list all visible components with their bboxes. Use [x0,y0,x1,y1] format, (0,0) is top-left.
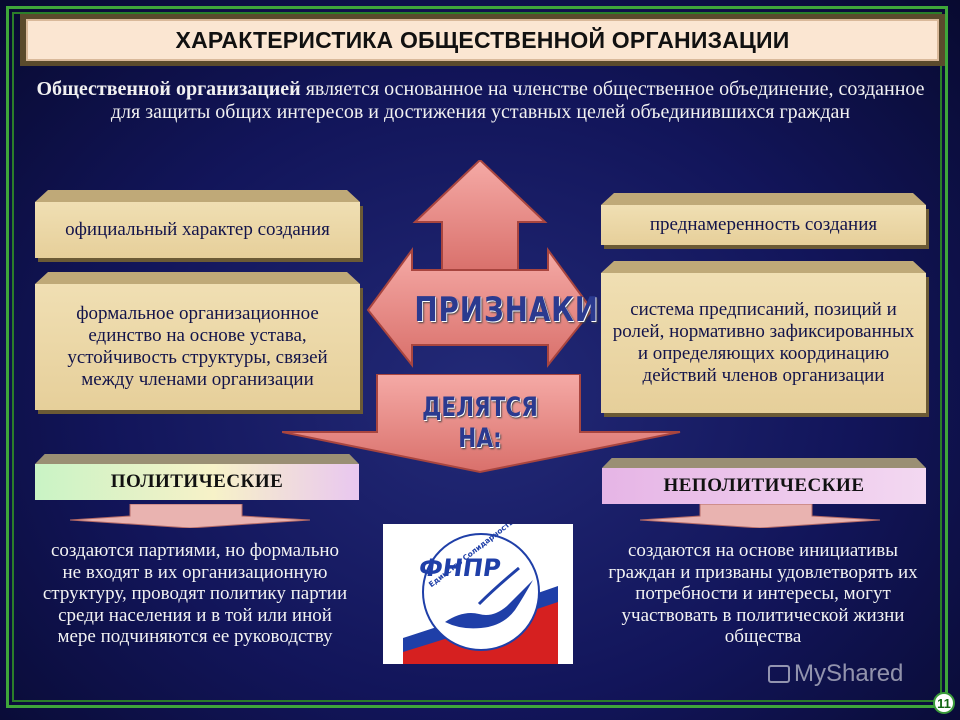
down-arrow-shape [282,374,681,474]
fnpr-logo-graphic [403,533,558,664]
definition-rest: является основанное на членстве обществе… [110,78,925,123]
sign-card-formal-unity: формальное организационное единство на о… [35,284,360,410]
signs-arrows-graphic [366,160,594,368]
sign-card-text: преднамеренность создания [649,214,878,235]
up-arrow-shape [412,160,548,273]
watermark-icon [768,665,790,683]
sign-card-official: официальный характер создания [35,202,360,258]
category-nonpolitical-label: НЕПОЛИТИЧЕСКИЕ [663,475,865,496]
title-bar: ХАРАКТЕРИСТИКА ОБЩЕСТВЕННОЙ ОРГАНИЗАЦИИ [20,14,945,66]
sign-card-prescriptions: система предписаний, позиций и ролей, но… [601,273,926,413]
category-political: ПОЛИТИЧЕСКИЕ [35,464,359,500]
definition-text: Общественной организацией является основ… [28,78,933,124]
watermark-text: MyShared [794,660,904,687]
sign-card-text: формальное организационное единство на о… [67,303,328,390]
outer-frame [6,6,948,708]
title-panel: ХАРАКТЕРИСТИКА ОБЩЕСТВЕННОЙ ОРГАНИЗАЦИИ [26,19,939,61]
fnpr-logo: ФНПР Единство Солидарность Справедливост… [383,524,573,664]
divided-arrow-graphic [282,374,681,474]
nonpolitical-connector [640,504,880,528]
nonpolitical-description: создаются на основе инициативы граждан и… [608,540,918,647]
sign-card-intentional: преднамеренность создания [601,205,926,245]
category-political-label: ПОЛИТИЧЕСКИЕ [110,471,284,492]
definition-term: Общественной организацией [36,78,301,100]
watermark: MyShared [768,660,903,688]
page-number: 11 [937,695,951,711]
sign-card-text: система предписаний, позиций и ролей, но… [612,299,915,386]
political-description: создаются партиями, но формально не вход… [42,540,348,647]
page-title: ХАРАКТЕРИСТИКА ОБЩЕСТВЕННОЙ ОРГАНИЗАЦИИ [175,26,790,53]
political-connector [70,504,310,528]
sign-card-text: официальный характер создания [65,219,330,240]
page-number-badge: 11 [933,692,955,714]
divided-label: ДЕЛЯТСЯ НА: [422,392,538,454]
double-arrow-shape [366,246,594,368]
signs-label: ПРИЗНАКИ [414,290,599,330]
inner-frame [12,12,942,702]
category-nonpolitical: НЕПОЛИТИЧЕСКИЕ [602,468,926,504]
